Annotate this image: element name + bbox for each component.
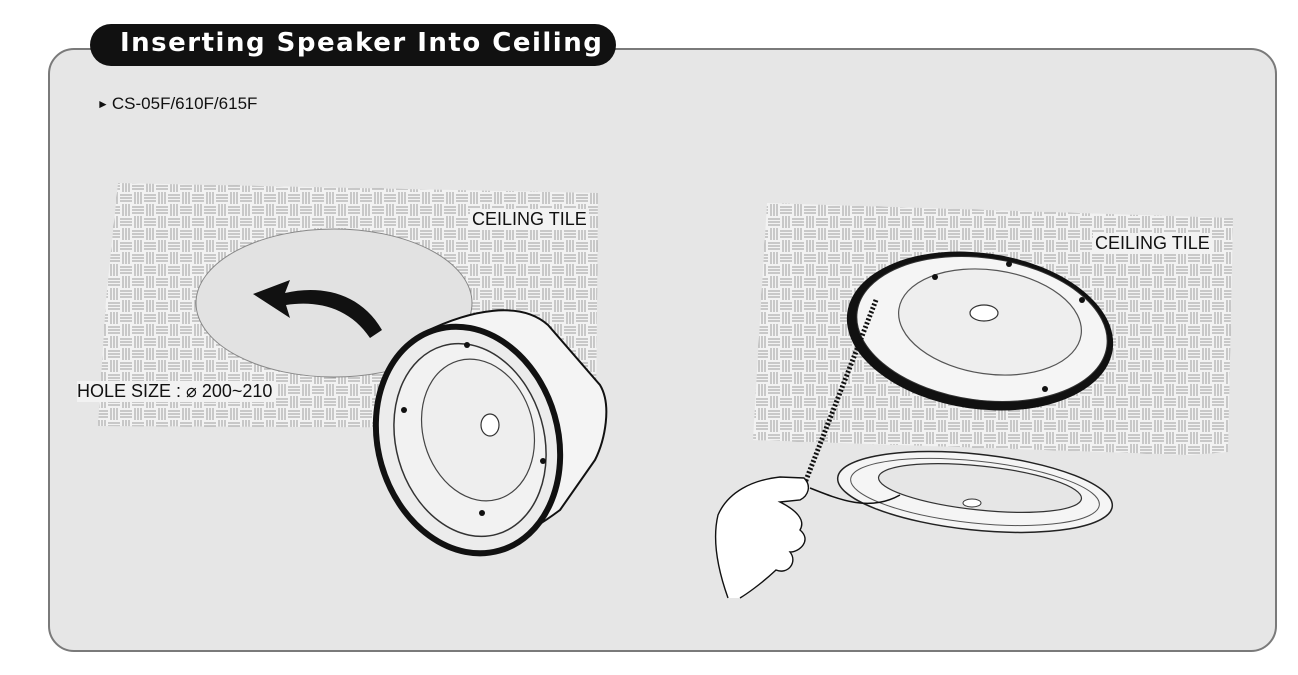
triangle-bullet-icon: ► bbox=[97, 97, 109, 111]
ceiling-tile-label-right: CEILING TILE bbox=[1093, 233, 1212, 254]
ceiling-tile-label-left: CEILING TILE bbox=[470, 209, 589, 230]
safety-cable bbox=[800, 299, 879, 489]
hole-size-label: HOLE SIZE : ⌀ 200~210 bbox=[77, 381, 277, 402]
model-label-row: ►CS-05F/610F/615F bbox=[97, 94, 257, 114]
page-title: Inserting Speaker Into Ceiling bbox=[120, 28, 604, 58]
model-label: CS-05F/610F/615F bbox=[111, 94, 258, 113]
trim-ring bbox=[836, 450, 1114, 534]
speaker-left bbox=[372, 309, 608, 557]
title-tab bbox=[90, 24, 616, 66]
tether-wire bbox=[809, 487, 901, 505]
insert-arrow-icon bbox=[253, 280, 382, 338]
speaker-right bbox=[846, 251, 1114, 411]
hand-illustration bbox=[714, 476, 810, 599]
